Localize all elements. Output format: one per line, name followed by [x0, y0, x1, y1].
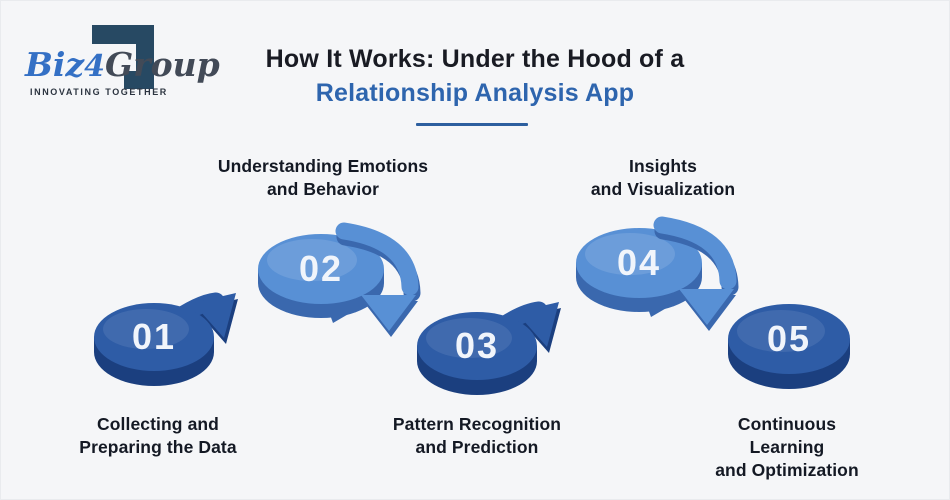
- step-3-label: Pattern Recognition and Prediction: [392, 414, 562, 457]
- step-3-number: 03: [455, 325, 499, 366]
- page-header: How It Works: Under the Hood of a Relati…: [1, 45, 949, 108]
- step-2-arrow-down-icon: [335, 222, 421, 337]
- title-underline: [416, 123, 528, 126]
- step-4-label: Insights and Visualization: [590, 156, 736, 199]
- brand-name-part3: Group: [105, 45, 220, 84]
- step-2-disc-body: [258, 234, 384, 318]
- step-2-label: Understanding Emotions and Behavior: [217, 156, 429, 199]
- step-1-disc: 01: [94, 292, 238, 386]
- step-5-number: 05: [767, 318, 811, 359]
- brand-name: Biz4Group: [25, 45, 220, 84]
- brand-tagline: INNOVATING TOGETHER: [30, 87, 168, 97]
- step-5-disc: 05: [728, 304, 850, 389]
- step-4-disc: 04: [576, 216, 739, 331]
- brand-name-part2: 4: [84, 49, 106, 84]
- step-3-disc: 03: [417, 301, 561, 395]
- brand-logo: Biz4Group INNOVATING TOGETHER: [23, 11, 220, 109]
- page-title-line2: Relationship Analysis App: [315, 79, 635, 107]
- logo-bracket-icon: [92, 25, 154, 89]
- step-2-disc: 02: [258, 222, 421, 337]
- step-4-disc-body: [576, 228, 702, 312]
- step-4-arrow-down-icon: [653, 216, 739, 331]
- step-1-label: Collecting and Preparing the Data: [79, 414, 237, 457]
- step-5-label: Continuous Learning and Optimization: [715, 414, 859, 480]
- page-title-line1: How It Works: Under the Hood of a: [265, 45, 685, 73]
- step-1-disc-body: [94, 303, 214, 386]
- step-1-number: 01: [132, 316, 176, 357]
- step-3-disc-body: [417, 312, 537, 395]
- step-4-number: 04: [617, 242, 661, 283]
- brand-name-part1: Biz: [25, 45, 85, 84]
- step-5-disc-body: [728, 304, 850, 389]
- step-2-number: 02: [299, 248, 343, 289]
